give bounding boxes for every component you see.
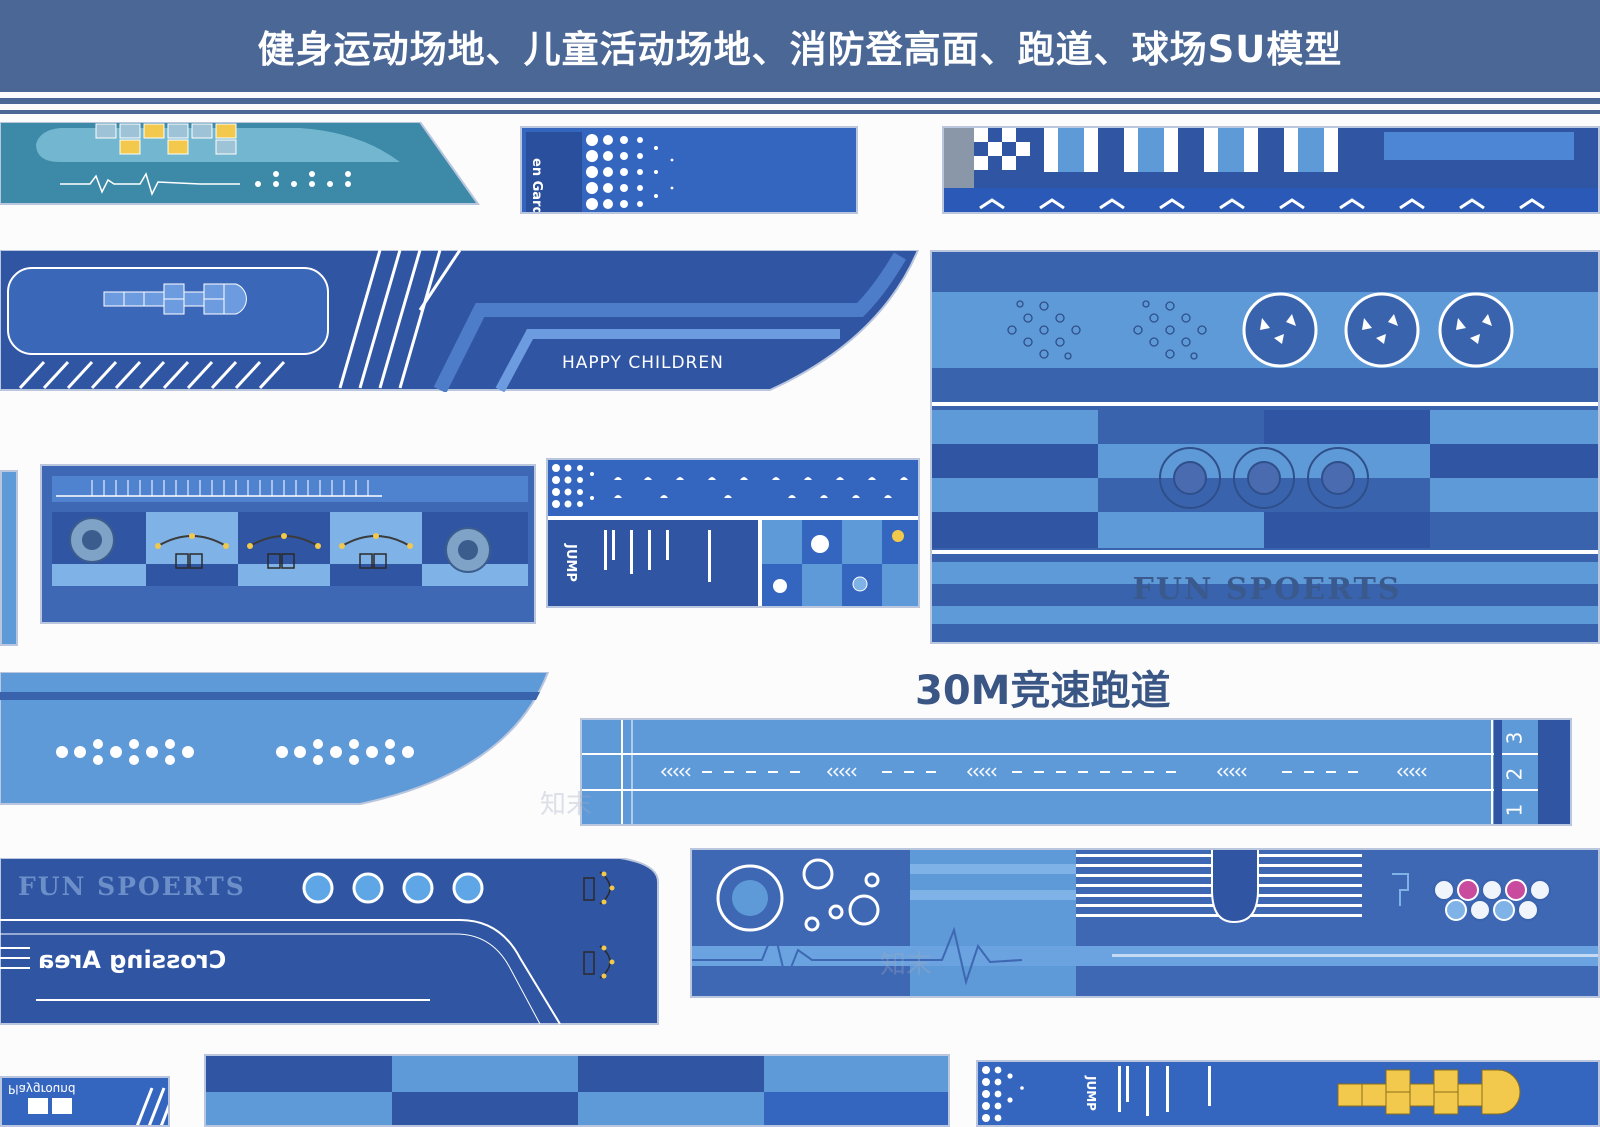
page-title: 健身运动场地、儿童活动场地、消防登高面、跑道、球场SU模型 <box>257 28 1343 71</box>
checker-stripe-pattern <box>944 128 1598 212</box>
watermark: 知末 <box>540 790 593 820</box>
track-heading: 30M竞速跑道 <box>915 668 1171 714</box>
equipment-graphics <box>52 480 528 604</box>
jump-panel: JUMP <box>546 458 920 608</box>
divider-rule <box>0 110 1600 114</box>
jump-label: JUMP <box>563 544 578 582</box>
happy-children-text: HAPPY CHILDREN <box>562 353 724 373</box>
circles-stripes-panel <box>690 848 1600 998</box>
fun-sports-title: FUN SPOERTS <box>18 872 246 901</box>
dot-gradient-pattern <box>586 134 674 210</box>
happy-children-panel: HAPPY CHILDREN <box>0 250 920 392</box>
watermark: 知末 <box>880 950 933 980</box>
edge-panel-left <box>0 470 18 646</box>
jump-graphics <box>548 464 918 606</box>
crossing-area-panel <box>0 858 659 1025</box>
garden-label: en Garden <box>529 158 544 214</box>
crossing-area-text: Crossing Area <box>38 946 227 974</box>
hopscotch-grid <box>103 283 247 315</box>
lane-number: 2 <box>1502 767 1527 781</box>
block-pattern-panel <box>204 1054 950 1127</box>
title-banner: 健身运动场地、儿童活动场地、消防登高面、跑道、球场SU模型 <box>0 0 1600 92</box>
fitness-equipment-panel <box>40 464 536 624</box>
lane-number: 1 <box>1502 803 1527 817</box>
hopscotch-yellow-graphics <box>982 1066 1521 1122</box>
stripe-panel <box>942 126 1600 214</box>
fun-sports-panel: FUN SPOERTS <box>930 250 1600 644</box>
divider-rule <box>0 98 1600 104</box>
jump-label: JUMP <box>1084 1076 1098 1111</box>
garden-panel: en Garden <box>520 126 858 214</box>
hopscotch-grid <box>95 123 237 155</box>
playground-marks <box>28 1087 168 1125</box>
hopscotch-yellow-panel: JUMP <box>976 1060 1600 1127</box>
playground-panel: Playground <box>0 1076 170 1127</box>
track-lanes <box>582 720 1570 824</box>
hopscotch-teal-panel <box>0 122 480 205</box>
fun-sports-graphics <box>932 292 1598 624</box>
lane-number: 3 <box>1502 731 1527 745</box>
racing-track-panel: 3 2 1 <box>580 718 1572 826</box>
circles-stripes-graphics <box>692 850 1598 996</box>
dot-pattern-curved-panel <box>0 672 550 805</box>
block-graphics <box>206 1056 948 1125</box>
fun-sports-title: FUN SPOERTS <box>1132 572 1402 607</box>
